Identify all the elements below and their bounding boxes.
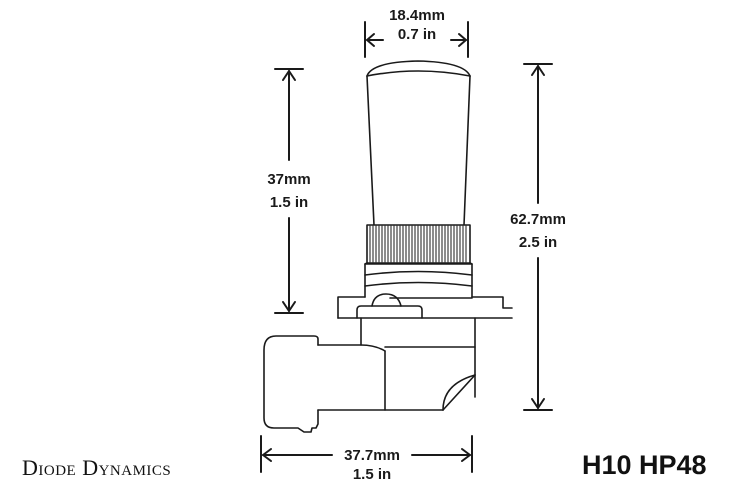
bottom-width-label: 37.7mm 1.5 in xyxy=(334,446,410,484)
top-width-in: 0.7 in xyxy=(397,26,437,43)
bulb-outline xyxy=(263,60,513,433)
left-height-mm: 37mm xyxy=(267,171,311,188)
bottom-width-dimension xyxy=(260,435,473,473)
left-height-dimension xyxy=(274,68,304,314)
top-width-mm: 18.4mm xyxy=(389,7,445,24)
bottom-width-mm: 37.7mm xyxy=(344,447,400,464)
right-height-dimension xyxy=(523,63,553,411)
knurl-lines xyxy=(369,225,467,263)
right-height-in: 2.5 in xyxy=(518,234,558,251)
right-height-mm: 62.7mm xyxy=(510,211,566,228)
top-width-dimension xyxy=(364,21,469,58)
right-height-label: 62.7mm 2.5 in xyxy=(500,210,576,252)
model-title: H10 HP48 xyxy=(582,450,707,480)
top-width-label: 18.4mm 0.7 in xyxy=(384,6,450,44)
left-height-in: 1.5 in xyxy=(269,194,309,211)
left-height-label: 37mm 1.5 in xyxy=(256,170,322,212)
bottom-width-in: 1.5 in xyxy=(352,466,392,483)
brand-logo-text: Diode Dynamics xyxy=(22,455,172,480)
